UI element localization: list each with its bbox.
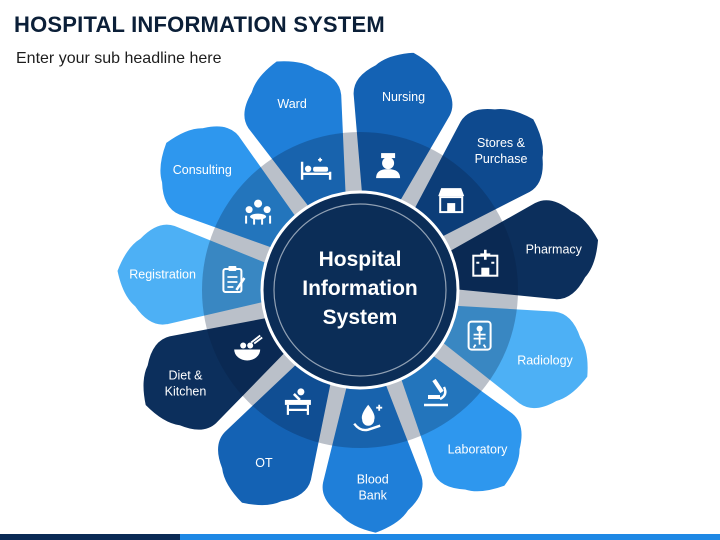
segment-registration xyxy=(115,223,271,327)
segment-label-line: OT xyxy=(255,456,273,470)
segment-stores-purchase xyxy=(411,107,545,240)
segment-nursing xyxy=(352,51,454,206)
store-icon xyxy=(438,188,465,214)
segment-label-line: Pharmacy xyxy=(526,242,583,256)
segment-label-nursing: Nursing xyxy=(382,90,425,104)
nurse-icon xyxy=(376,153,401,179)
segment-label-pharmacy: Pharmacy xyxy=(526,242,583,256)
segment-label-line: Blood xyxy=(357,473,389,487)
segment-radiology xyxy=(438,304,590,410)
segment-label-line: Diet & xyxy=(168,369,203,383)
segment-label-diet-kitchen: Diet & Kitchen xyxy=(165,369,207,399)
center-title-line-3: System xyxy=(323,306,398,329)
segment-blood-bank xyxy=(321,379,425,535)
segment-laboratory xyxy=(398,351,523,493)
segment-label-line: Stores & xyxy=(477,136,526,150)
segment-label-ward: Ward xyxy=(277,97,306,111)
segment-label-radiology: Radiology xyxy=(517,354,573,368)
segment-label-line: Consulting xyxy=(173,163,232,177)
segment-ot xyxy=(216,360,333,507)
surgery-icon xyxy=(284,388,311,415)
center-title-line-1: Hospital xyxy=(319,248,402,271)
segment-label-line: Kitchen xyxy=(165,385,207,399)
segment-label-line: Bank xyxy=(358,489,387,503)
labels-layer: Registration Consulting Ward NursingStores … xyxy=(129,90,582,503)
hospital-bed-icon xyxy=(300,157,332,180)
segment-label-laboratory: Laboratory xyxy=(448,442,509,456)
segment-label-registration: Registration xyxy=(129,268,196,282)
blood-drop-icon xyxy=(353,404,383,432)
page-title: HOSPITAL INFORMATION SYSTEM xyxy=(14,12,385,37)
segment-label-line: Laboratory xyxy=(448,442,509,456)
microscope-icon xyxy=(424,378,448,407)
segment-label-line: Nursing xyxy=(382,90,425,104)
food-bowl-icon xyxy=(234,334,263,361)
clipboard-icon xyxy=(222,266,246,293)
segment-label-ot: OT xyxy=(255,456,273,470)
segment-label-line: Ward xyxy=(277,97,306,111)
footer-accent-bar xyxy=(0,534,720,540)
segment-label-consulting: Consulting xyxy=(173,163,232,177)
meeting-icon xyxy=(245,199,272,225)
center-title-line-2: Information xyxy=(302,277,418,300)
segment-label-stores-purchase: Stores & Purchase xyxy=(475,136,528,166)
icons-layer xyxy=(222,153,499,432)
page-subtitle: Enter your sub headline here xyxy=(16,50,222,67)
pharmacy-icon xyxy=(472,249,499,277)
segment-label-line: Radiology xyxy=(517,354,573,368)
xray-icon xyxy=(467,320,492,351)
center-hub-outline xyxy=(273,203,447,377)
segment-label-line: Registration xyxy=(129,268,196,282)
center-hub xyxy=(260,190,460,390)
segment-label-line: Purchase xyxy=(475,152,528,166)
segments-layer xyxy=(115,51,600,535)
